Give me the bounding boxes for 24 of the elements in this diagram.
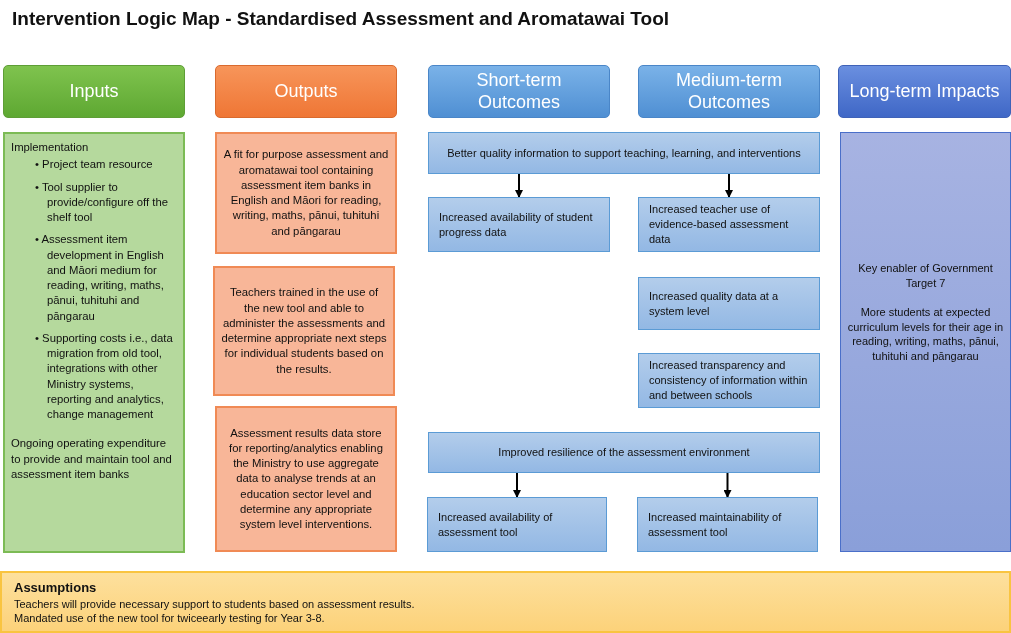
- column-header: Outputs: [215, 65, 397, 118]
- output-box: Teachers trained in the use of the new tool and able to administer the assessments and determine appropriate next steps for individual students based on the results.: [213, 266, 395, 396]
- arrow: [513, 472, 521, 498]
- column-header: Inputs: [3, 65, 185, 118]
- arrow: [723, 472, 732, 498]
- output-box: A fit for purpose assessment and aromatawai tool containing assessment item banks in English and Māori for reading, writing, maths, pānui, tuhituhi and pāngarau: [215, 132, 397, 254]
- outcome-box: Increased maintainability of assessment tool: [637, 497, 818, 552]
- arrow: [515, 173, 523, 198]
- assumptions-panel: Assumptions Teachers will provide necessary support to students based on assessment results. Mandated use of the new tool for twiceearly testing for Year 3-8.: [0, 571, 1011, 633]
- outcome-box: Increased transparency and consistency of information within and between schools: [638, 353, 820, 408]
- column-header: Medium-term Outcomes: [638, 65, 820, 118]
- arrow: [725, 173, 733, 198]
- outcome-box: Improved resilience of the assessment environment: [428, 432, 820, 473]
- impact-panel: Key enabler of Government Target 7 More students at expected curriculum levels for their age in reading, writing, maths, pānui, tuhituhi and pāngarau: [840, 132, 1011, 552]
- column-header: Long-term Impacts: [838, 65, 1011, 118]
- outcome-box: Increased availability of student progress data: [428, 197, 610, 252]
- outcome-box: Better quality information to support teaching, learning, and interventions: [428, 132, 820, 174]
- outcome-box: Increased quality data at a system level: [638, 277, 820, 330]
- inputs-panel: Implementation • Project team resource • Tool supplier to provide/configure off the shelf tool • Assessment item development in English and Māori medium for reading, writing, maths, pānui, tuhituhi and pāngarau • Supporting costs i.e., data migration from old tool, integrations with other Ministry systems, reporting and analytics, change management Ongoing operating expenditure to provide and maintain tool and assessment item banks: [3, 132, 185, 553]
- outcome-box: Increased teacher use of evidence-based assessment data: [638, 197, 820, 252]
- outcome-box: Increased availability of assessment tool: [427, 497, 607, 552]
- column-header: Short-term Outcomes: [428, 65, 610, 118]
- output-box: Assessment results data store for reporting/analytics enabling the Ministry to use aggregate data to analyse trends at an education sector level and determine any appropriate system level interventions.: [215, 406, 397, 552]
- diagram-title: Intervention Logic Map - Standardised Assessment and Aromatawai Tool: [12, 8, 670, 30]
